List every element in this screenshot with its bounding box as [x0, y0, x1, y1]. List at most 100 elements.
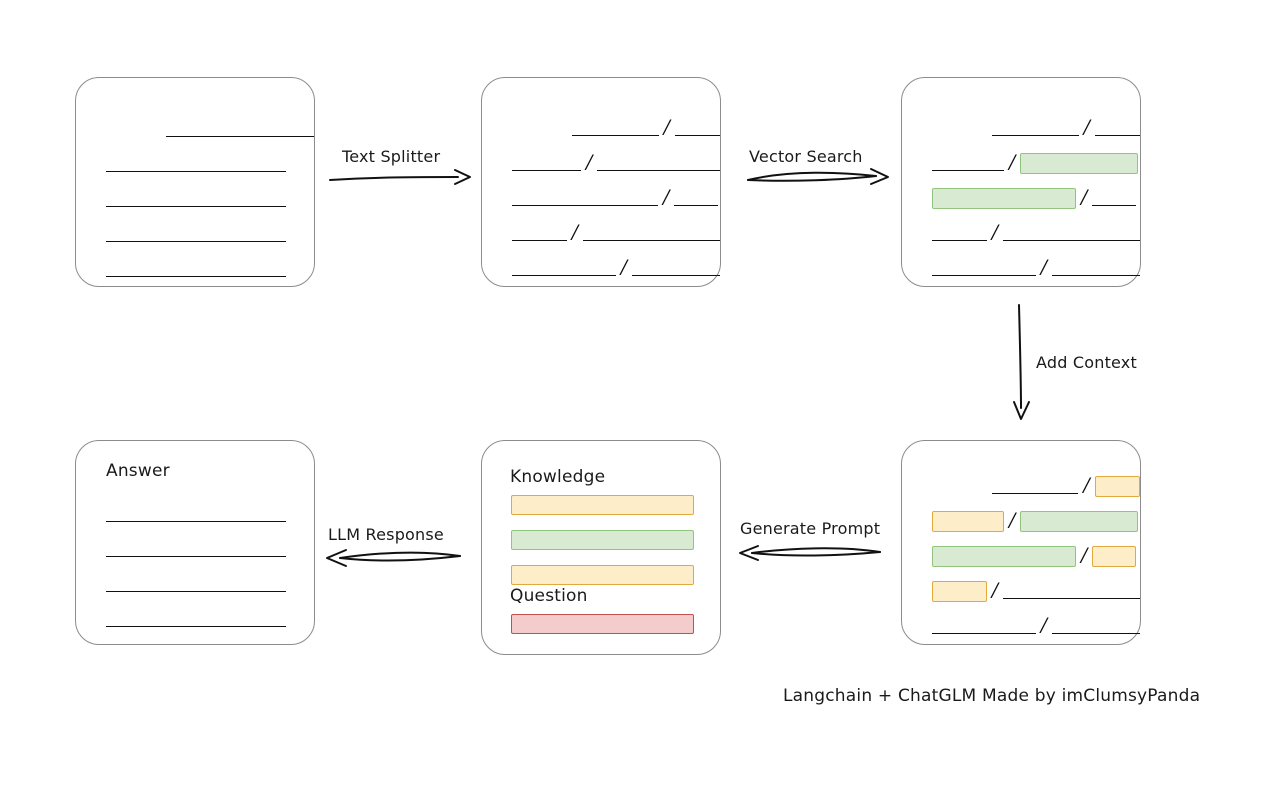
chunk-line: [106, 591, 286, 592]
footer-credit: Langchain + ChatGLM Made by imClumsyPand…: [783, 686, 1201, 706]
chunk-row: /: [902, 580, 1140, 602]
chunk-row: /: [482, 222, 720, 244]
chunk-chip-green: [932, 187, 1076, 209]
node-context-chunks[interactable]: / / / / /: [901, 440, 1141, 645]
chunk-row: /: [902, 117, 1140, 139]
chunk-line: [512, 205, 658, 206]
chunk-row: /: [482, 117, 720, 139]
chunk-line: [1003, 240, 1140, 241]
chunk-chip-green: [1020, 510, 1139, 532]
chunk-separator: /: [1009, 151, 1016, 173]
chunk-line: [932, 170, 1004, 171]
chunk-chip-yellow: [932, 510, 1004, 532]
chunk-separator: /: [663, 186, 670, 208]
chunk-separator: /: [1040, 256, 1048, 278]
chunk-chip-green: [932, 545, 1076, 567]
knowledge-title: Knowledge: [510, 467, 606, 487]
chunk-chip-yellow: [1094, 475, 1140, 497]
split-chunk-rows: / / / / /: [482, 78, 720, 286]
chunk-row: /: [902, 615, 1140, 637]
chunk-line: [572, 135, 659, 136]
document-line: [76, 503, 314, 525]
answer-title: Answer: [106, 461, 170, 481]
knowledge-bar-green: [511, 530, 694, 550]
edge-label-llm-response: LLM Response: [328, 525, 444, 544]
node-matched-chunks[interactable]: / / / / /: [901, 77, 1141, 287]
chunk-line: [106, 276, 286, 277]
document-line: [76, 258, 314, 280]
chunk-line: [512, 275, 616, 276]
knowledge-bar-yellow: [511, 565, 694, 585]
chunk-line: [106, 521, 286, 522]
chunk-separator: /: [620, 256, 628, 278]
chunk-separator: /: [1040, 614, 1048, 636]
edge-label-text-splitter: Text Splitter: [342, 147, 441, 166]
document-line: [76, 153, 314, 175]
chunk-line: [1003, 598, 1140, 599]
question-bar-red: [511, 614, 694, 634]
knowledge-bar-yellow: [511, 495, 694, 515]
context-chunk-rows: / / / / /: [902, 441, 1140, 644]
chunk-line: [106, 171, 286, 172]
chunk-row: /: [902, 257, 1140, 279]
chunk-line: [932, 633, 1036, 634]
chunk-line: [632, 275, 720, 276]
chunk-separator: /: [1083, 116, 1090, 138]
document-line: [76, 608, 314, 630]
chunk-line: [932, 240, 987, 241]
arrow-llm-response: [326, 549, 461, 567]
chunk-separator: /: [991, 579, 999, 601]
edge-label-add-context: Add Context: [1036, 353, 1137, 372]
arrow-text-splitter: [329, 169, 471, 185]
chunk-line: [1092, 205, 1137, 206]
chunk-separator: /: [1081, 186, 1088, 208]
chunk-row: /: [902, 222, 1140, 244]
arrow-vector-search: [747, 168, 889, 185]
chunk-chip-green: [1020, 152, 1139, 174]
chunk-row: /: [482, 187, 720, 209]
chunk-line: [166, 136, 314, 137]
chunk-line: [512, 240, 567, 241]
chunk-separator: /: [585, 151, 593, 173]
chunk-separator: /: [1009, 509, 1016, 531]
chunk-line: [1094, 135, 1140, 136]
chunk-line: [674, 135, 720, 136]
chunk-row: /: [482, 152, 720, 174]
chunk-separator: /: [571, 221, 579, 243]
edge-label-vector-search: Vector Search: [749, 147, 863, 166]
chunk-line: [106, 241, 286, 242]
chunk-line: [1052, 275, 1140, 276]
chunk-row: /: [902, 510, 1140, 532]
node-prompt[interactable]: Knowledge Question: [481, 440, 721, 655]
node-source-document[interactable]: [75, 77, 315, 287]
chunk-line: [597, 170, 720, 171]
arrow-add-context: [1013, 304, 1030, 420]
chunk-line: [106, 556, 286, 557]
chunk-line: [992, 493, 1079, 494]
chunk-separator: /: [1081, 544, 1088, 566]
chunk-chip-yellow: [1092, 545, 1137, 567]
node-split-chunks[interactable]: / / / / /: [481, 77, 721, 287]
question-title: Question: [510, 586, 588, 606]
document-line: [76, 188, 314, 210]
document-line: [76, 118, 314, 140]
chunk-line: [106, 206, 286, 207]
chunk-line: [1052, 633, 1140, 634]
arrow-generate-prompt: [739, 545, 881, 561]
document-line: [76, 223, 314, 245]
chunk-line: [932, 275, 1036, 276]
chunk-separator: /: [663, 116, 670, 138]
chunk-line: [674, 205, 719, 206]
document-line: [76, 573, 314, 595]
chunk-row: /: [482, 257, 720, 279]
edge-label-generate-prompt: Generate Prompt: [740, 519, 881, 538]
chunk-row: /: [902, 475, 1140, 497]
chunk-line: [106, 626, 286, 627]
chunk-chip-yellow: [932, 580, 987, 602]
chunk-separator: /: [1083, 474, 1090, 496]
chunk-line: [992, 135, 1079, 136]
chunk-line: [583, 240, 720, 241]
answer-lines: [76, 441, 314, 644]
node-answer[interactable]: Answer: [75, 440, 315, 645]
